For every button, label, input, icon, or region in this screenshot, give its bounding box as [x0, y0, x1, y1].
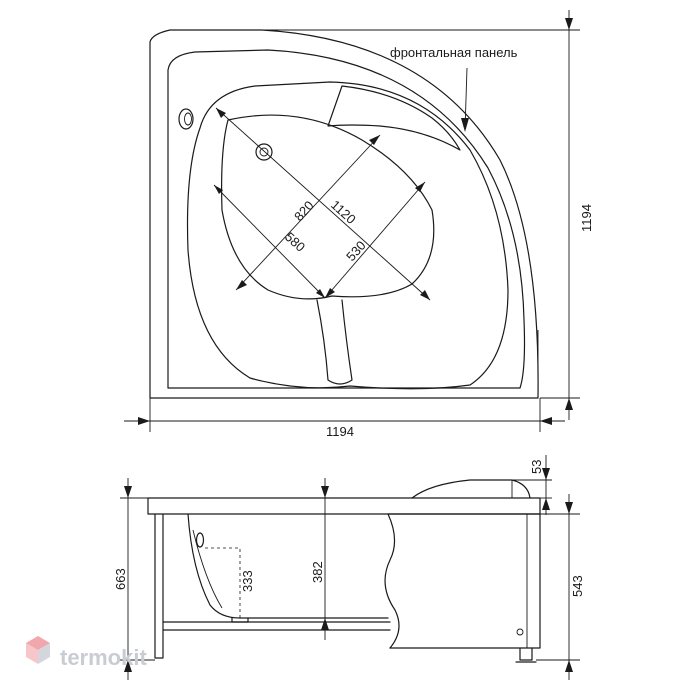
tub-body [187, 513, 389, 619]
overflow-outlet-inner [184, 112, 192, 126]
dim-arrow [214, 185, 223, 194]
dim-arrow [542, 468, 550, 480]
dim-line-1120 [215, 107, 431, 301]
dim-arrow [316, 289, 325, 298]
dim-arrow [321, 618, 329, 630]
front-panel-annotation: фронтальная панель [390, 45, 518, 60]
dim-line-820 [235, 134, 381, 291]
termokit-logo-icon [26, 636, 50, 664]
dim-arrow [124, 486, 132, 498]
dim-arrow [236, 280, 247, 290]
panel-cutaway [384, 513, 400, 649]
dim-line-530 [324, 181, 426, 299]
dim-arrow [369, 135, 380, 145]
watermark-brand: termokit [60, 645, 147, 670]
dim-label-543: 543 [570, 575, 585, 597]
dim-label-53: 53 [529, 460, 544, 474]
dim-label-333: 333 [240, 570, 255, 592]
dim-arrow [216, 108, 226, 118]
dim-arrow [565, 660, 573, 672]
drain-hole-inner [259, 147, 269, 157]
dim-arrow [138, 417, 150, 425]
tub-body-inner [192, 529, 223, 609]
dim-arrow [540, 417, 552, 425]
side-view: 333 382 663 53 543 [113, 455, 585, 680]
dim-arrow [565, 18, 573, 30]
dim-arrow [565, 398, 573, 410]
dim-arrow [124, 660, 132, 672]
dim-arrow [542, 498, 550, 510]
dim-label-663: 663 [113, 568, 128, 590]
side-headrest [411, 479, 531, 499]
side-overflow [195, 532, 205, 548]
tub-basin [186, 81, 509, 390]
dim-label-height: 1194 [579, 204, 594, 232]
dim-arrow [420, 290, 430, 300]
dim-label-580: 580 [282, 229, 308, 255]
central-channel [316, 299, 353, 385]
overflow-outlet [178, 108, 194, 130]
panel-screw [516, 628, 524, 636]
tub-rim [147, 497, 541, 515]
headrest [327, 85, 461, 151]
dim-arrow [415, 182, 425, 192]
dim-label-382: 382 [310, 561, 325, 583]
dim-arrow [565, 502, 573, 514]
front-panel [387, 513, 541, 649]
dim-guide-333 [205, 547, 241, 618]
watermark: termokit [26, 636, 147, 670]
right-foot [519, 647, 533, 661]
side-drain [231, 617, 249, 623]
dim-label-820: 820 [291, 198, 317, 224]
dim-arrow [321, 486, 329, 498]
top-view: 820 1120 580 530 фронтальная панель 1194… [124, 10, 594, 439]
seat-shape [221, 114, 435, 300]
dim-arrow [325, 288, 335, 298]
drain-hole [255, 143, 273, 161]
dim-line-580 [213, 184, 326, 299]
tub-outer-contour [149, 29, 539, 399]
dim-label-width: 1194 [326, 424, 354, 439]
annotation-arrow [461, 118, 469, 132]
tub-inner-rim [167, 49, 526, 389]
left-leg [154, 513, 164, 659]
